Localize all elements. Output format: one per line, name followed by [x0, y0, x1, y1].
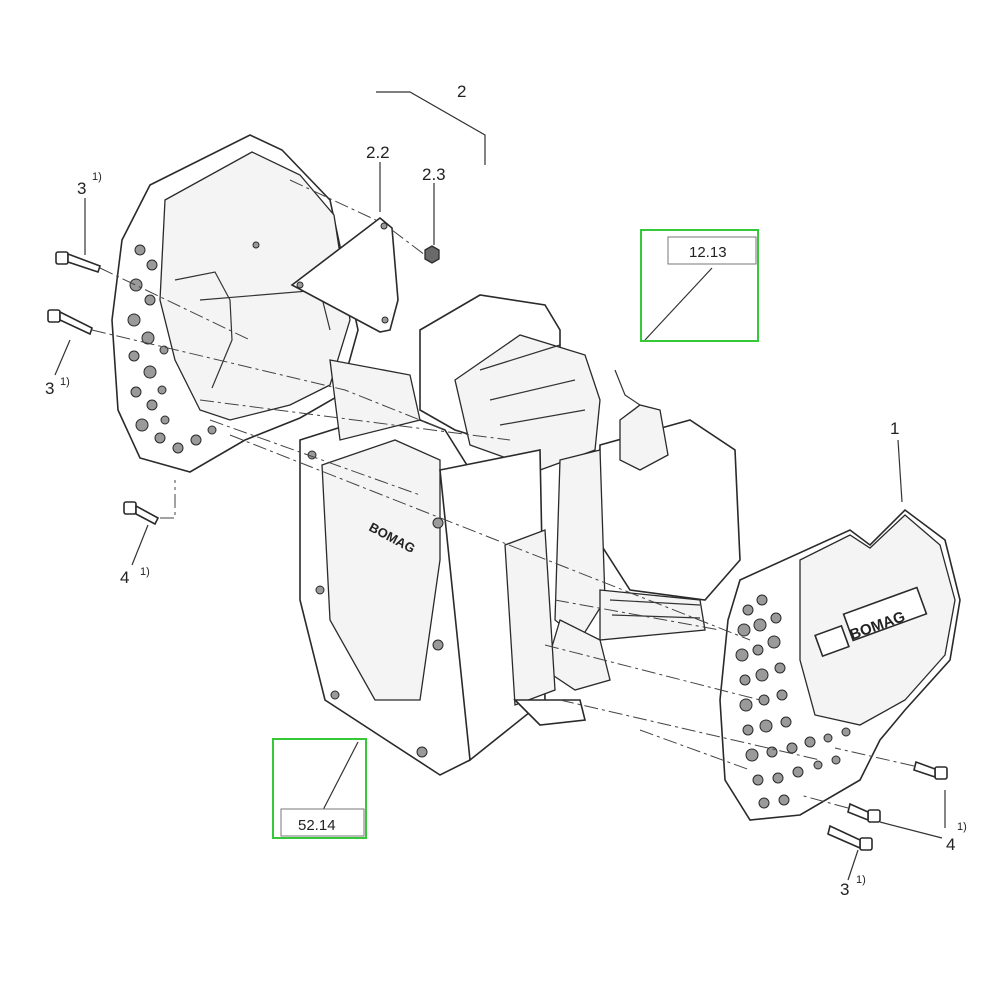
hex-nut [424, 245, 440, 264]
label-item-3-right: 3 [840, 880, 849, 899]
label-item-2-2: 2.2 [366, 143, 390, 162]
footnote-3-right: 1) [856, 874, 866, 886]
label-item-3-middle: 3 [45, 379, 54, 398]
label-item-3-upper: 3 [77, 179, 86, 198]
reference-box-12-13[interactable]: 12.13 [640, 229, 759, 342]
right-hood-vent-holes [735, 594, 851, 809]
label-item-2: 2 [457, 82, 466, 101]
label-item-4-left: 4 [120, 568, 129, 587]
engine-assembly [419, 294, 741, 691]
bolt-left-middle [47, 309, 93, 336]
bolt-right-middle [847, 802, 881, 823]
label-item-1: 1 [890, 419, 899, 438]
left-hood-vent-holes [127, 244, 217, 454]
reference-12-13-label: 12.13 [689, 244, 727, 261]
left-hood-cover [111, 134, 359, 473]
bolt-right-lower [827, 824, 873, 851]
reference-box-52-14[interactable]: 52.14 [272, 738, 367, 839]
label-item-4-right: 4 [946, 835, 955, 854]
footnote-3-middle: 1) [60, 376, 70, 388]
bolt-right-upper [913, 760, 948, 780]
footnote-4-right: 1) [957, 821, 967, 833]
footnote-4-left: 1) [140, 566, 150, 578]
front-frame: BOMAG [299, 359, 586, 776]
right-hood-cover: BOMAG [719, 508, 961, 821]
item-labels: 2 2.2 2.3 1 3 1) 3 1) 4 1) 4 1) 3 1) [45, 82, 967, 899]
cover-plate [290, 216, 399, 333]
bolt-left-upper [55, 251, 102, 274]
footnote-3-upper: 1) [92, 171, 102, 183]
reference-52-14-label: 52.14 [298, 817, 336, 834]
bolt-left-lower [123, 501, 160, 526]
label-item-2-3: 2.3 [422, 165, 446, 184]
assembly-lines [91, 179, 915, 809]
leader-lines [54, 91, 946, 881]
